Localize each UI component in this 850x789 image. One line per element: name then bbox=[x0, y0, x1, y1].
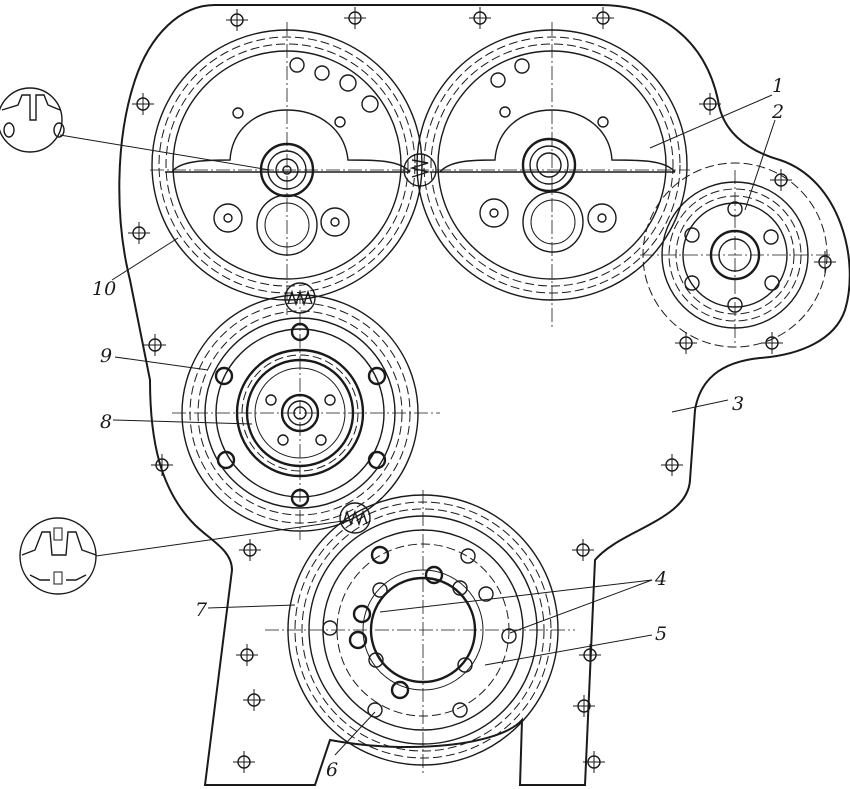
gear-7-bolt bbox=[424, 565, 444, 585]
gear-7-bolt bbox=[367, 702, 383, 718]
gear-7-bolt bbox=[372, 582, 388, 598]
callout-labels: 1 2 3 4 5 6 7 8 9 10 bbox=[92, 75, 784, 781]
gear-7-bolt bbox=[478, 586, 494, 602]
label-8: 8 bbox=[100, 411, 112, 433]
bolt-hole bbox=[239, 539, 261, 561]
bolt-hole bbox=[573, 695, 595, 717]
label-9: 9 bbox=[100, 345, 112, 367]
label-7: 7 bbox=[195, 599, 208, 621]
bolt-hole bbox=[469, 7, 491, 29]
gear-10-hub bbox=[259, 142, 315, 198]
mesh-detail-upper bbox=[0, 87, 65, 153]
gear-1-hub bbox=[521, 137, 577, 193]
label-6: 6 bbox=[326, 759, 338, 781]
gear-7-bolt bbox=[452, 580, 468, 596]
mesh-teeth-9-7 bbox=[339, 502, 371, 534]
mesh-teeth-10-9 bbox=[284, 282, 316, 314]
bolt-hole bbox=[699, 93, 721, 115]
gear-7-bolt bbox=[352, 604, 372, 624]
gear-7-bolt bbox=[322, 620, 338, 636]
bolt-hole bbox=[572, 539, 594, 561]
bolt-hole bbox=[233, 751, 255, 773]
bolt-hole bbox=[132, 93, 154, 115]
leader-lines bbox=[59, 94, 776, 756]
bolt-hole bbox=[675, 332, 697, 354]
bolt-hole bbox=[344, 7, 366, 29]
gear-7-bolt bbox=[457, 657, 473, 673]
label-5: 5 bbox=[655, 623, 667, 645]
gear-7-bolt bbox=[370, 545, 390, 565]
housing-holes-group bbox=[128, 7, 836, 773]
gear-2-right bbox=[640, 162, 830, 348]
bolt-hole bbox=[592, 7, 614, 29]
label-10: 10 bbox=[92, 278, 116, 300]
mesh-detail-lower bbox=[19, 517, 97, 595]
mesh-teeth-10-1 bbox=[403, 153, 437, 187]
gear-7-bolt bbox=[501, 628, 517, 644]
bolt-hole bbox=[144, 334, 166, 356]
bolt-hole bbox=[236, 644, 258, 666]
gear-10-upper-left bbox=[150, 22, 424, 315]
label-2: 2 bbox=[771, 101, 784, 123]
bolt-hole bbox=[128, 222, 150, 244]
gear-7-bolt bbox=[452, 702, 468, 718]
gear-7-bolt bbox=[390, 680, 410, 700]
bolt-hole bbox=[583, 751, 605, 773]
bolt-hole bbox=[761, 332, 783, 354]
bolt-hole bbox=[151, 454, 173, 476]
label-4: 4 bbox=[654, 568, 667, 590]
bolt-hole bbox=[243, 689, 265, 711]
label-1: 1 bbox=[772, 75, 784, 97]
gear-7-bolt bbox=[460, 548, 476, 564]
label-3: 3 bbox=[732, 393, 744, 415]
bolt-hole bbox=[579, 644, 601, 666]
bolt-hole bbox=[770, 169, 792, 191]
gear-7-lower bbox=[265, 490, 575, 775]
gear-9-middle bbox=[172, 290, 440, 540]
gear-7-bolt bbox=[348, 630, 368, 650]
gear-1-upper-right bbox=[415, 22, 690, 330]
gear-7-bolt bbox=[368, 652, 384, 668]
bolt-hole bbox=[226, 9, 248, 31]
gear-7-bolt-circle bbox=[322, 545, 517, 718]
gear-8-splined-hub bbox=[235, 348, 365, 478]
bolt-hole bbox=[661, 454, 683, 476]
